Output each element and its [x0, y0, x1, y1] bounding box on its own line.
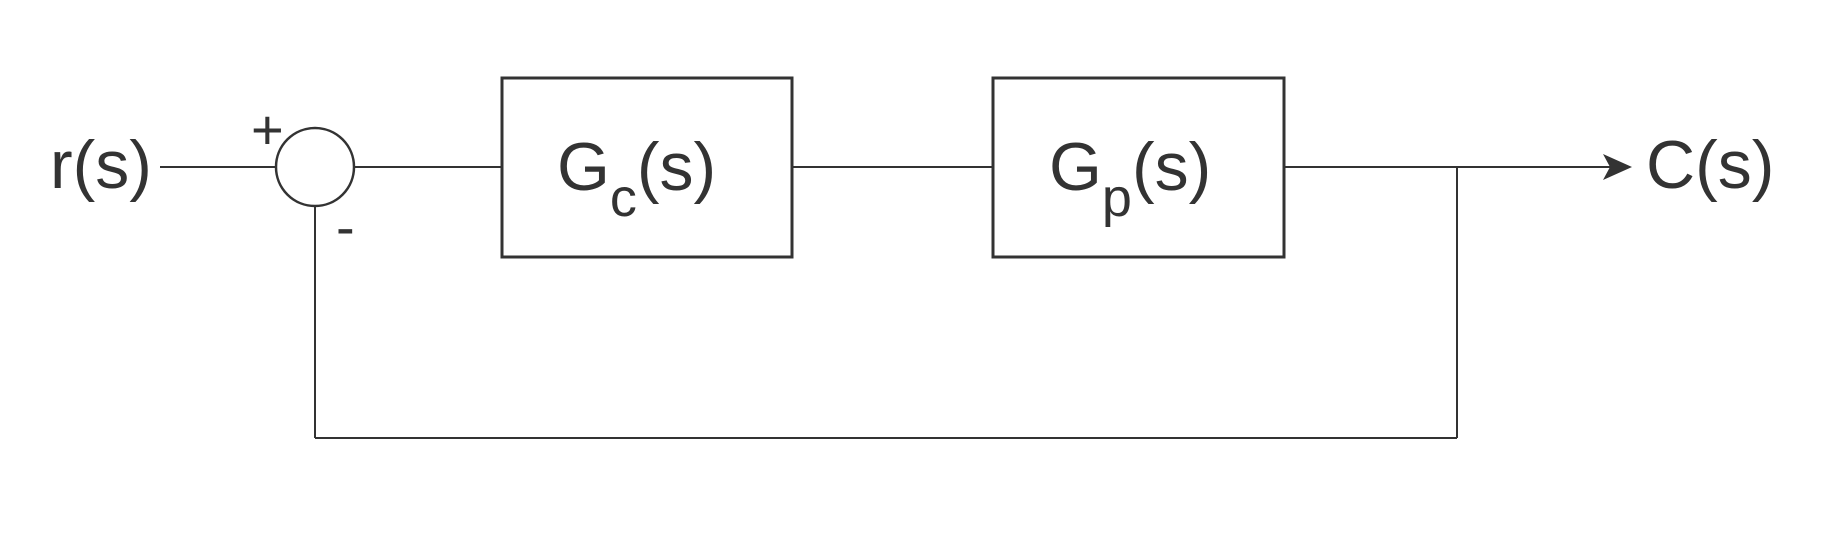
input-label: r(s)	[50, 127, 152, 203]
controller-symbol: G	[557, 129, 610, 205]
controller-argument: (s)	[637, 129, 716, 205]
plant-label: Gp(s)	[1049, 129, 1211, 228]
plant-subscript: p	[1102, 168, 1132, 228]
plus-sign: +	[251, 98, 284, 161]
minus-sign: -	[336, 195, 355, 258]
input-argument: (s)	[73, 127, 152, 203]
output-argument: (s)	[1695, 127, 1774, 203]
output-symbol: C	[1646, 127, 1695, 203]
output-arrowhead	[1603, 154, 1632, 180]
plant-argument: (s)	[1132, 129, 1211, 205]
input-symbol: r	[50, 127, 73, 203]
plant-symbol: G	[1049, 129, 1102, 205]
controller-label: Gc(s)	[557, 129, 716, 228]
controller-block	[500, 76, 794, 259]
controller-subscript: c	[610, 168, 637, 228]
output-label: C(s)	[1646, 127, 1774, 203]
